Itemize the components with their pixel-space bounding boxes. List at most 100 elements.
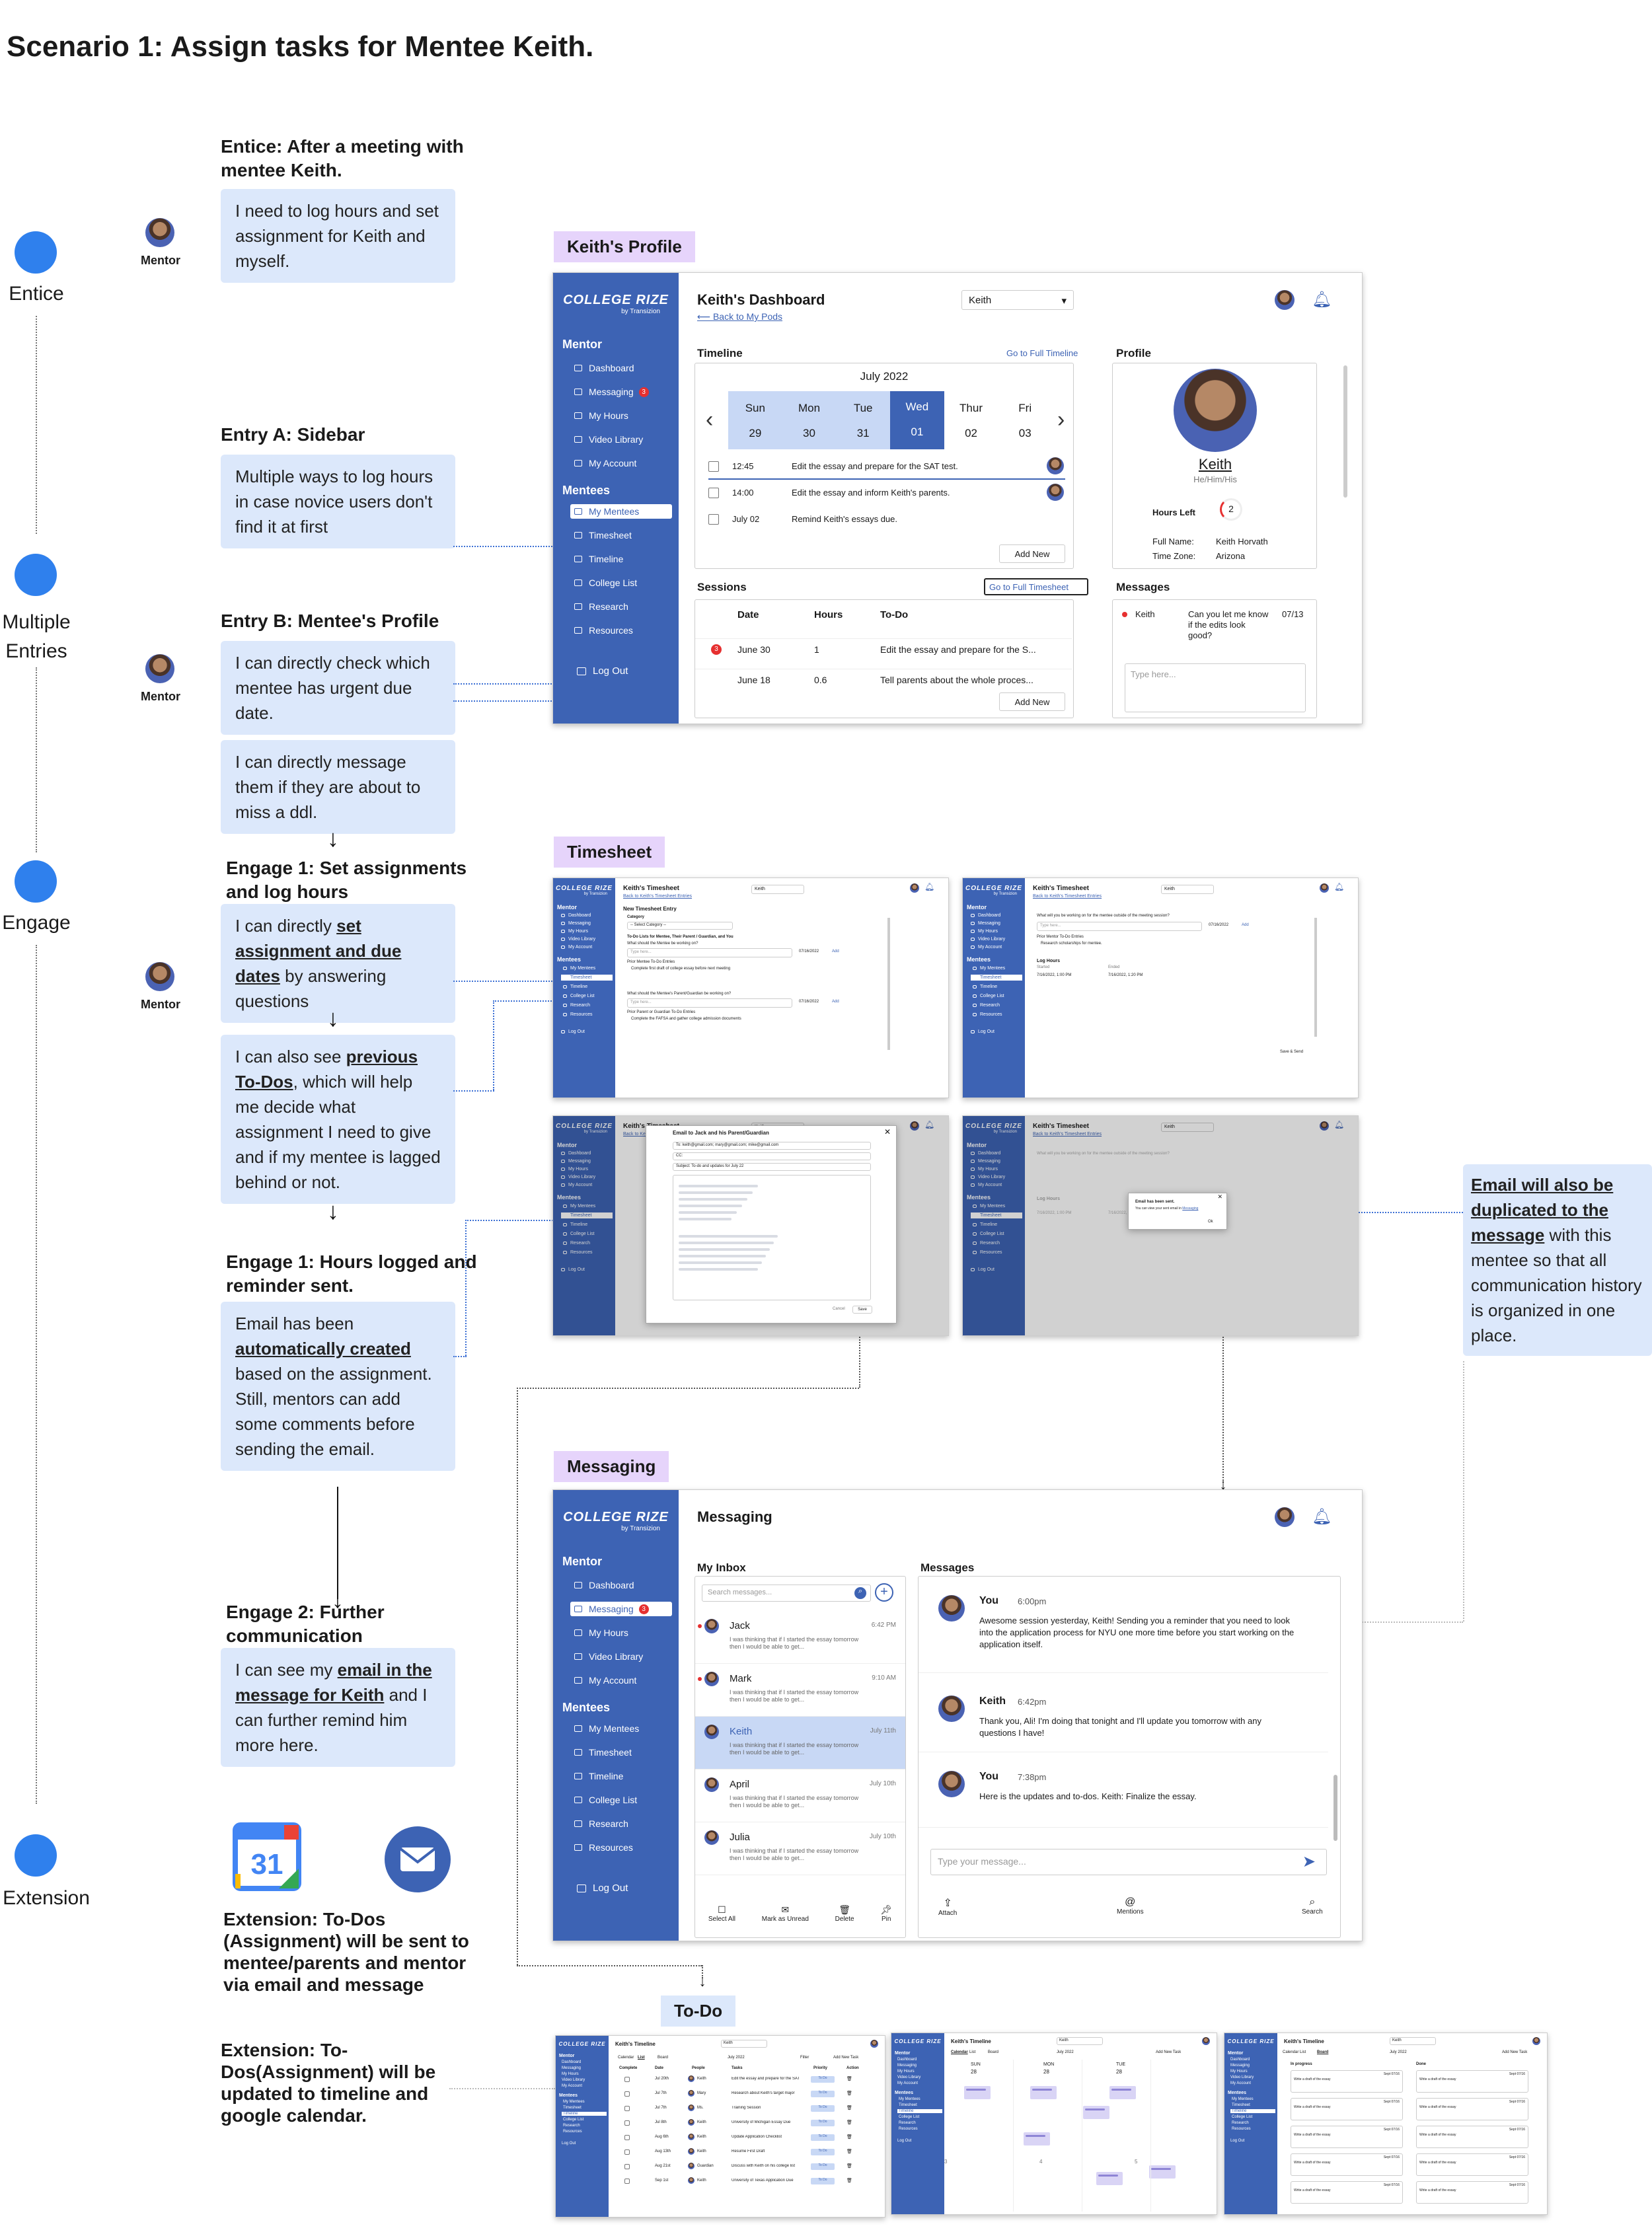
- sidebar-item-video-library[interactable]: Video Library: [562, 2078, 585, 2082]
- sidebar-item-timesheet[interactable]: Timesheet: [971, 975, 1022, 981]
- sidebar-item-logout[interactable]: Log Out: [577, 1883, 672, 1894]
- sidebar-item-logout[interactable]: Log Out: [1230, 2139, 1245, 2143]
- bell-icon[interactable]: 🔔︎: [924, 882, 935, 891]
- back-link[interactable]: Back to Keith's Timesheet Entries: [1033, 1132, 1102, 1137]
- sidebar-item-my-hours[interactable]: My Hours: [561, 1167, 613, 1172]
- trash-icon[interactable]: 🗑︎: [846, 2077, 852, 2081]
- sidebar-item-my-mentees[interactable]: My Mentees: [1232, 2097, 1254, 2101]
- tab-board[interactable]: Board: [988, 2050, 999, 2054]
- sidebar-item-college-list[interactable]: College List: [971, 1231, 1022, 1237]
- sidebar-item-timesheet[interactable]: Timesheet: [1232, 2103, 1250, 2107]
- sidebar-item-my-account[interactable]: My Account: [971, 945, 1022, 950]
- sidebar-item-timeline[interactable]: Timeline: [562, 2112, 607, 2116]
- sidebar-item-dashboard[interactable]: Dashboard: [971, 913, 1022, 918]
- tab-list[interactable]: List: [1300, 2050, 1306, 2054]
- sidebar-item-college-list[interactable]: College List: [570, 1793, 672, 1807]
- date-field[interactable]: 07/16/2022: [1209, 923, 1229, 927]
- calendar-event[interactable]: [1109, 2086, 1136, 2099]
- save-send-button[interactable]: Save & Send: [1280, 1050, 1304, 1054]
- sidebar-item-logout[interactable]: Log Out: [971, 1267, 1022, 1272]
- sidebar-item-my-account[interactable]: My Account: [897, 2081, 919, 2085]
- sidebar-item-timeline[interactable]: Timeline: [561, 1222, 613, 1228]
- task-checkbox[interactable]: [624, 2091, 630, 2097]
- message-text[interactable]: Can you let me know if the edits look go…: [1188, 609, 1269, 640]
- sidebar-item-timesheet[interactable]: Timesheet: [570, 1745, 672, 1760]
- inbox-action-2[interactable]: 🗑︎Delete: [835, 1904, 854, 1923]
- search-icon[interactable]: ⌕: [854, 1587, 866, 1599]
- back-link[interactable]: Back to Keith's Timesheet Entries: [623, 894, 693, 899]
- save-email-button[interactable]: Save: [852, 1306, 872, 1314]
- add-task-button[interactable]: Add New Task: [1502, 2050, 1528, 2054]
- send-icon[interactable]: ➤: [1302, 1853, 1316, 1871]
- sidebar-item-research[interactable]: Research: [561, 1002, 613, 1008]
- sidebar-item-video-library[interactable]: Video Library: [561, 937, 613, 942]
- sidebar-item-resources[interactable]: Resources: [561, 1250, 613, 1255]
- user-avatar[interactable]: [1202, 2037, 1210, 2045]
- thread-action-mentions[interactable]: @Mentions: [1117, 1896, 1144, 1916]
- mentor-todo-input[interactable]: Type here...: [1037, 922, 1202, 931]
- add-task-button[interactable]: Add New Task: [833, 2056, 859, 2060]
- sidebar-item-timeline[interactable]: Timeline: [897, 2109, 942, 2113]
- sidebar-item-messaging[interactable]: Messaging: [971, 921, 1022, 926]
- prev-arrow[interactable]: ‹: [706, 407, 714, 432]
- sidebar-item-my-hours[interactable]: My Hours: [562, 2072, 579, 2076]
- task-checkbox[interactable]: [624, 2077, 630, 2082]
- sidebar-item-timeline[interactable]: Timeline: [971, 984, 1022, 990]
- sidebar-item-my-account[interactable]: My Account: [561, 1183, 613, 1187]
- sidebar-item-research[interactable]: Research: [971, 1002, 1022, 1008]
- sidebar-item-resources[interactable]: Resources: [570, 1840, 672, 1855]
- email-to-field[interactable]: To: keith@gmail.com; mary@gmail.com; mik…: [673, 1142, 871, 1150]
- bell-icon[interactable]: 🔔︎: [1334, 882, 1345, 891]
- email-body[interactable]: [673, 1175, 871, 1300]
- ok-button[interactable]: Ok: [1208, 1220, 1213, 1224]
- sidebar-item-my-mentees[interactable]: My Mentees: [971, 1203, 1022, 1209]
- sidebar-item-timesheet[interactable]: Timesheet: [971, 1212, 1022, 1218]
- search-messages-input[interactable]: Search messages...⌕: [702, 1585, 871, 1602]
- scrollbar[interactable]: [1343, 365, 1347, 498]
- add-new-button[interactable]: Add New: [999, 544, 1065, 563]
- sidebar-item-messaging[interactable]: Messaging: [1230, 2064, 1250, 2068]
- sidebar-item-timesheet[interactable]: Timesheet: [561, 975, 613, 981]
- sidebar-item-my-mentees[interactable]: My Mentees: [570, 504, 672, 519]
- sidebar-item-my-mentees[interactable]: My Mentees: [570, 1721, 672, 1736]
- sidebar-item-timesheet[interactable]: Timesheet: [561, 1212, 613, 1218]
- email-subject-field[interactable]: Subject: To-do and updates for July 22: [673, 1163, 871, 1171]
- calendar-event[interactable]: [1149, 2165, 1176, 2179]
- mentee-select[interactable]: Keith: [1390, 2037, 1436, 2045]
- sidebar-item-my-mentees[interactable]: My Mentees: [971, 965, 1022, 971]
- sidebar-item-college-list[interactable]: College List: [561, 993, 613, 999]
- sidebar-item-my-account[interactable]: My Account: [562, 2084, 583, 2088]
- sidebar-item-timeline[interactable]: Timeline: [1230, 2109, 1275, 2113]
- sidebar-item-resources[interactable]: Resources: [971, 1012, 1022, 1018]
- mentee-select[interactable]: Keith: [1161, 1123, 1214, 1132]
- tab-list[interactable]: List: [969, 2050, 976, 2054]
- sidebar-item-timesheet[interactable]: Timesheet: [899, 2103, 917, 2107]
- category-select[interactable]: -- Select Category --: [627, 922, 733, 930]
- sidebar-item-research[interactable]: Research: [899, 2121, 916, 2125]
- profile-name[interactable]: Keith: [1198, 456, 1232, 472]
- user-avatar[interactable]: [910, 1121, 919, 1131]
- sidebar-item-dashboard[interactable]: Dashboard: [561, 1151, 613, 1156]
- sidebar-item-college-list[interactable]: College List: [971, 993, 1022, 999]
- sidebar-item-messaging[interactable]: Messaging: [561, 1159, 613, 1164]
- sidebar-item-my-mentees[interactable]: My Mentees: [899, 2097, 920, 2101]
- sidebar-item-dashboard[interactable]: Dashboard: [570, 361, 672, 375]
- tab-calendar[interactable]: Calendar: [1283, 2050, 1299, 2054]
- scrollbar[interactable]: [887, 918, 890, 1050]
